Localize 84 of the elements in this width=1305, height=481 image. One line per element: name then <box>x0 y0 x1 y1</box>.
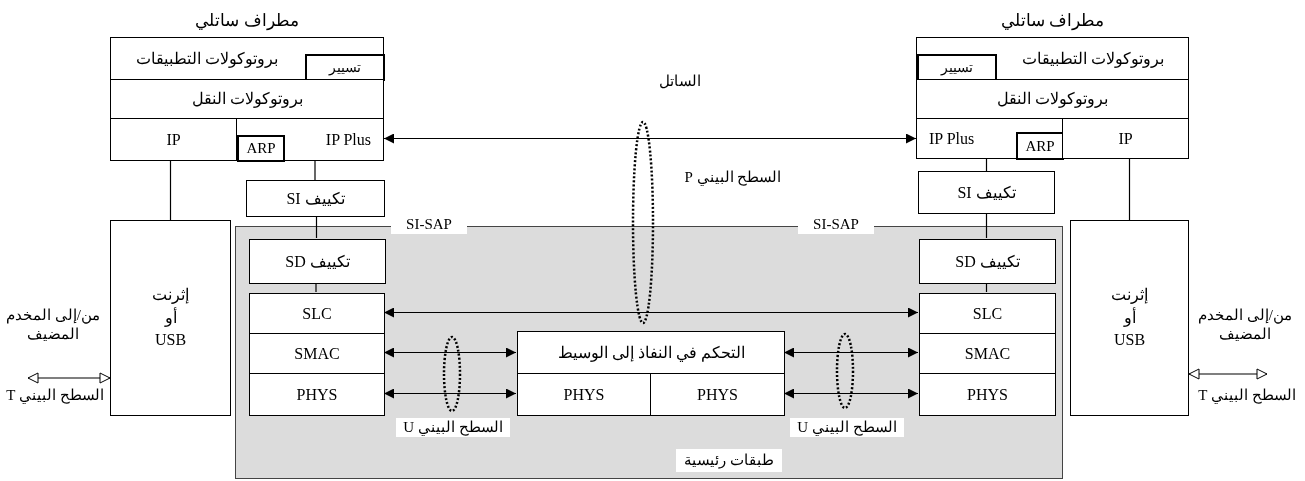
layer-label: PHYS <box>967 384 1008 405</box>
note-label: الساتل <box>658 72 702 91</box>
connector-line <box>1128 158 1131 221</box>
terminal-heading: مطراف ساتلي <box>195 10 299 32</box>
adaptation-box <box>249 239 386 284</box>
interface-box <box>1070 220 1189 416</box>
layer-label: إثرنت أو USB <box>1110 285 1149 351</box>
adaptation-box <box>246 180 385 217</box>
connector-line <box>315 216 318 239</box>
interface-ellipse <box>442 335 462 413</box>
layer-label: IP Plus <box>325 129 371 150</box>
layer-label: ARP <box>1025 138 1055 154</box>
layer-box <box>1062 118 1189 159</box>
arrow <box>27 372 111 384</box>
arp-box <box>1016 132 1064 160</box>
layer-label: تسيير <box>941 60 973 75</box>
layer-box <box>650 373 785 416</box>
layer-label: ARP <box>246 141 276 156</box>
layer-box <box>517 373 651 416</box>
layer-label: PHYS <box>563 384 605 405</box>
layer-label: تكييف SI <box>286 188 345 209</box>
layer-label: تكييف SI <box>957 182 1016 203</box>
edge-label: السطح البيني T <box>1197 386 1297 405</box>
note-label: السطح البيني P <box>683 168 783 187</box>
interface-ellipse <box>631 120 655 325</box>
adaptation-box <box>918 171 1055 214</box>
connector-line <box>985 158 988 172</box>
layer-label: SMAC <box>964 343 1011 364</box>
core-layers-label: طبقات رئيسية <box>676 449 782 472</box>
layer-box <box>249 373 385 416</box>
layer-box <box>249 333 385 374</box>
arrow <box>1188 368 1268 380</box>
arrow <box>383 347 517 358</box>
layer-label: تكييف SD <box>285 251 350 272</box>
arrow <box>783 347 919 358</box>
interface-label: السطح البيني U <box>396 418 510 437</box>
layer-label: بروتوكولات التطبيقات <box>1021 48 1164 69</box>
layer-box <box>236 118 384 161</box>
layer-label: التحكم في النفاذ إلى الوسيط <box>557 342 745 363</box>
terminal-heading: مطراف ساتلي <box>1000 10 1105 32</box>
adaptation-box <box>919 239 1056 284</box>
layer-label: إثرنت أو USB <box>151 285 190 351</box>
layer-box <box>919 333 1056 374</box>
edge-label: السطح البيني T <box>5 386 105 405</box>
connector-line <box>169 160 172 221</box>
layer-label: بروتوكولات التطبيقات <box>136 48 278 69</box>
layer-box <box>517 331 785 374</box>
arrow <box>383 133 917 144</box>
layer-box <box>916 118 1063 159</box>
routing-box <box>305 54 385 81</box>
layer-label: PHYS <box>697 384 738 405</box>
arrow <box>783 388 919 399</box>
layer-label: بروتوكولات النقل <box>997 89 1108 109</box>
layer-label: SLC <box>972 303 1003 324</box>
arp-box <box>237 135 285 162</box>
layer-label: SLC <box>302 303 332 324</box>
layer-box <box>919 373 1056 416</box>
layer-label: PHYS <box>296 384 338 405</box>
note-label: من/إلى المخدم المضيف <box>5 306 101 344</box>
layer-label: تسيير <box>329 60 361 75</box>
arrow <box>383 388 517 399</box>
connector-line <box>315 282 317 293</box>
layer-box <box>916 37 1189 80</box>
interface-box <box>110 220 231 416</box>
arrow <box>383 307 919 318</box>
layer-label: تكييف SD <box>955 251 1020 272</box>
layer-box <box>110 37 384 80</box>
layer-label: IP Plus <box>929 128 975 149</box>
connector-line <box>985 282 988 293</box>
layer-label: IP <box>166 129 181 150</box>
interface-ellipse <box>835 332 855 410</box>
layer-box <box>110 79 384 119</box>
routing-box <box>917 54 997 81</box>
connector-line <box>314 160 316 181</box>
interface-label: السطح البيني U <box>790 418 904 437</box>
note-label: من/إلى المخدم المضيف <box>1197 306 1293 344</box>
layer-box <box>110 118 237 161</box>
layer-box <box>919 293 1056 334</box>
layer-box <box>916 79 1189 119</box>
layer-label: SMAC <box>294 343 340 364</box>
layer-label: بروتوكولات النقل <box>191 89 303 109</box>
connector-line <box>985 213 988 239</box>
layer-box <box>249 293 385 334</box>
layer-label: IP <box>1118 128 1133 149</box>
